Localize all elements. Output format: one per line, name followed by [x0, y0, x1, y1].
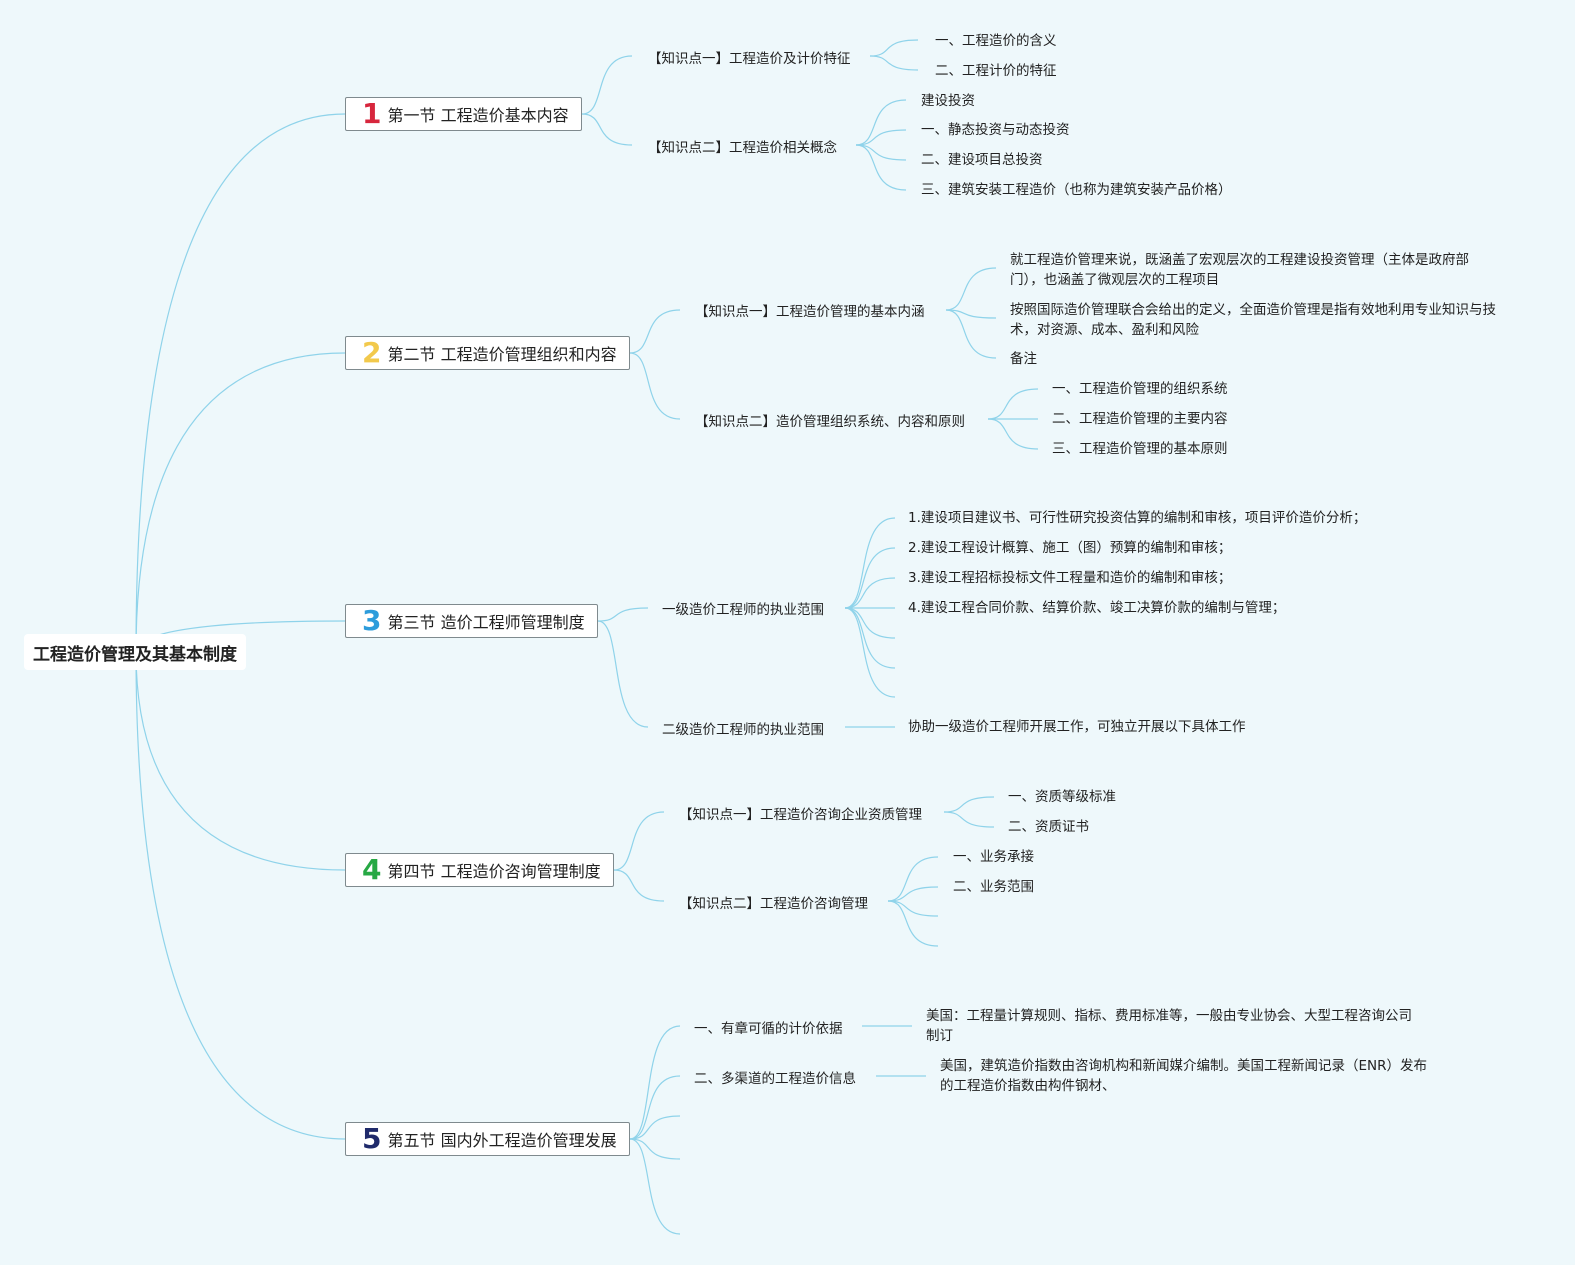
section-5-number: 5 — [362, 1122, 382, 1155]
connector-s2-kp1-i1 — [945, 267, 997, 311]
section-3-number: 3 — [362, 604, 382, 637]
section-4-kp-1-item-1[interactable]: 一、资质等级标准 — [1008, 789, 1116, 805]
connector-s2-kp2-i1 — [987, 388, 1039, 420]
connector-s2-kp1 — [629, 309, 681, 354]
connector-s4-kp1 — [613, 811, 665, 871]
connector-s4-kp2 — [613, 869, 665, 902]
section-4-number: 4 — [362, 853, 382, 886]
section-4-title: 第四节 工程造价咨询管理制度 — [387, 862, 601, 881]
root-title: 工程造价管理及其基本制度 — [33, 644, 237, 665]
section-1-kp-2-item-4[interactable]: 三、建筑安装工程造价（也称为建筑安装产品价格） — [921, 182, 1232, 198]
connector-root-section-5 — [135, 651, 346, 1140]
section-4-kp-1[interactable]: 【知识点一】工程造价咨询企业资质管理 — [679, 807, 922, 823]
connector-s4-kp2-i1 — [887, 856, 939, 902]
section-1-kp-1-item-2[interactable]: 二、工程计价的特征 — [935, 63, 1057, 79]
connector-s5-kp1 — [629, 1025, 681, 1140]
section-2-kp-2[interactable]: 【知识点二】造价管理组织系统、内容和原则 — [695, 414, 965, 430]
section-3-kp-1[interactable]: 一级造价工程师的执业范围 — [662, 602, 824, 618]
section-3-kp-2-item-1[interactable]: 协助一级造价工程师开展工作，可独立开展以下具体工作 — [908, 719, 1246, 735]
section-2-kp-1-item-3[interactable]: 备注 — [1010, 351, 1037, 367]
connector-s4-kp1-i2 — [943, 811, 995, 828]
connector-s3-kp1-i5 — [844, 607, 896, 639]
section-4-kp-2[interactable]: 【知识点二】工程造价咨询管理 — [679, 896, 868, 912]
section-1-kp-2-item-3[interactable]: 二、建设项目总投资 — [921, 152, 1043, 168]
section-3-kp-2[interactable]: 二级造价工程师的执业范围 — [662, 722, 824, 738]
connector-root-section-1 — [135, 113, 346, 653]
section-4-node[interactable]: 4 第四节 工程造价咨询管理制度 — [345, 853, 614, 887]
connector-root-section-4 — [135, 651, 346, 871]
root-topic[interactable]: 工程造价管理及其基本制度 — [24, 634, 246, 670]
section-3-kp-1-item-4[interactable]: 4.建设工程合同价款、结算价款、竣工决算价款的编制与管理； — [908, 600, 1286, 616]
section-2-node[interactable]: 2 第二节 工程造价管理组织和内容 — [345, 336, 630, 370]
section-1-kp-2-item-1[interactable]: 建设投资 — [921, 93, 975, 109]
connector-s4-kp2-i4 — [887, 900, 939, 947]
section-4-kp-1-item-2[interactable]: 二、资质证书 — [1008, 819, 1089, 835]
section-3-kp-1-item-3[interactable]: 3.建设工程招标投标文件工程量和造价的编制和审核； — [908, 570, 1232, 586]
section-2-kp-1-item-1[interactable]: 就工程造价管理来说，既涵盖了宏观层次的工程建设投资管理（主体是政府部门），也涵盖… — [1010, 252, 1469, 288]
section-1-kp-2-item-2[interactable]: 一、静态投资与动态投资 — [921, 122, 1070, 138]
connector-root-section-2 — [135, 352, 346, 653]
connector-s3-kp1-i2 — [844, 547, 896, 609]
connector-s3-kp1 — [597, 607, 649, 622]
connector-s1-kp1 — [581, 55, 633, 115]
connector-s4-kp2-i2 — [887, 886, 939, 902]
section-4-kp-2-item-1[interactable]: 一、业务承接 — [953, 849, 1034, 865]
section-5-kp-2[interactable]: 二、多渠道的工程造价信息 — [694, 1071, 856, 1087]
section-1-kp-1-item-1[interactable]: 一、工程造价的含义 — [935, 33, 1057, 49]
connector-s1-kp1-i2 — [869, 55, 919, 71]
section-3-kp-1-item-2[interactable]: 2.建设工程设计概算、施工（图）预算的编制和审核； — [908, 540, 1232, 556]
section-1-number: 1 — [362, 97, 382, 130]
section-3-node[interactable]: 3 第三节 造价工程师管理制度 — [345, 604, 598, 638]
section-5-kp-1[interactable]: 一、有章可循的计价依据 — [694, 1021, 843, 1037]
section-1-node[interactable]: 1 第一节 工程造价基本内容 — [345, 97, 582, 131]
connector-s1-kp2-i1 — [855, 99, 907, 146]
section-1-kp-1[interactable]: 【知识点一】工程造价及计价特征 — [648, 51, 851, 67]
connector-s1-kp2 — [581, 113, 633, 146]
connector-s2-kp2 — [629, 352, 681, 420]
section-2-number: 2 — [362, 336, 382, 369]
section-5-kp-1-item-1[interactable]: 美国：工程量计算规则、指标、费用标准等，一般由专业协会、大型工程咨询公司制订 — [926, 1008, 1412, 1044]
connector-s3-kp1-i7 — [844, 607, 896, 698]
section-2-kp-2-item-3[interactable]: 三、工程造价管理的基本原则 — [1052, 441, 1228, 457]
section-1-title: 第一节 工程造价基本内容 — [387, 106, 569, 125]
connector-s3-kp1-i3 — [844, 577, 896, 609]
section-3-title: 第三节 造价工程师管理制度 — [387, 613, 585, 632]
section-5-node[interactable]: 5 第五节 国内外工程造价管理发展 — [345, 1122, 630, 1156]
section-2-kp-2-item-1[interactable]: 一、工程造价管理的组织系统 — [1052, 381, 1228, 397]
connector-s3-kp2 — [597, 620, 649, 728]
section-5-kp-2-item-1[interactable]: 美国，建筑造价指数由咨询机构和新闻媒介编制。美国工程新闻记录（ENR）发布的工程… — [940, 1058, 1428, 1094]
connector-s4-kp2-i3 — [887, 900, 939, 917]
connector-s5-kp2 — [629, 1075, 681, 1140]
section-2-kp-1-item-2[interactable]: 按照国际造价管理联合会给出的定义，全面造价管理是指有效地利用专业知识与技术，对资… — [1010, 302, 1496, 338]
section-2-kp-2-item-2[interactable]: 二、工程造价管理的主要内容 — [1052, 411, 1228, 427]
section-5-title: 第五节 国内外工程造价管理发展 — [387, 1131, 617, 1150]
section-4-kp-2-item-2[interactable]: 二、业务范围 — [953, 879, 1034, 895]
section-3-kp-1-item-1[interactable]: 1.建设项目建议书、可行性研究投资估算的编制和审核，项目评价造价分析； — [908, 510, 1367, 526]
connector-s5-kp4 — [629, 1138, 681, 1160]
connector-s5-kp3 — [629, 1115, 681, 1140]
connector-s1-kp2-i3 — [855, 144, 907, 161]
section-2-title: 第二节 工程造价管理组织和内容 — [387, 345, 617, 364]
connector-s1-kp2-i2 — [855, 129, 907, 146]
connector-s2-kp1-i2 — [945, 309, 997, 319]
connector-s2-kp1-i3 — [945, 309, 997, 359]
connector-s1-kp2-i4 — [855, 144, 907, 191]
section-2-kp-1[interactable]: 【知识点一】工程造价管理的基本内涵 — [695, 304, 925, 320]
section-1-kp-2[interactable]: 【知识点二】工程造价相关概念 — [648, 140, 837, 156]
connector-s3-kp1-i1 — [844, 517, 896, 609]
connector-s1-kp1-i1 — [869, 39, 919, 57]
connector-s5-kp5 — [629, 1138, 681, 1235]
connector-s4-kp1-i1 — [943, 796, 995, 813]
connector-s2-kp2-i3 — [987, 418, 1039, 450]
